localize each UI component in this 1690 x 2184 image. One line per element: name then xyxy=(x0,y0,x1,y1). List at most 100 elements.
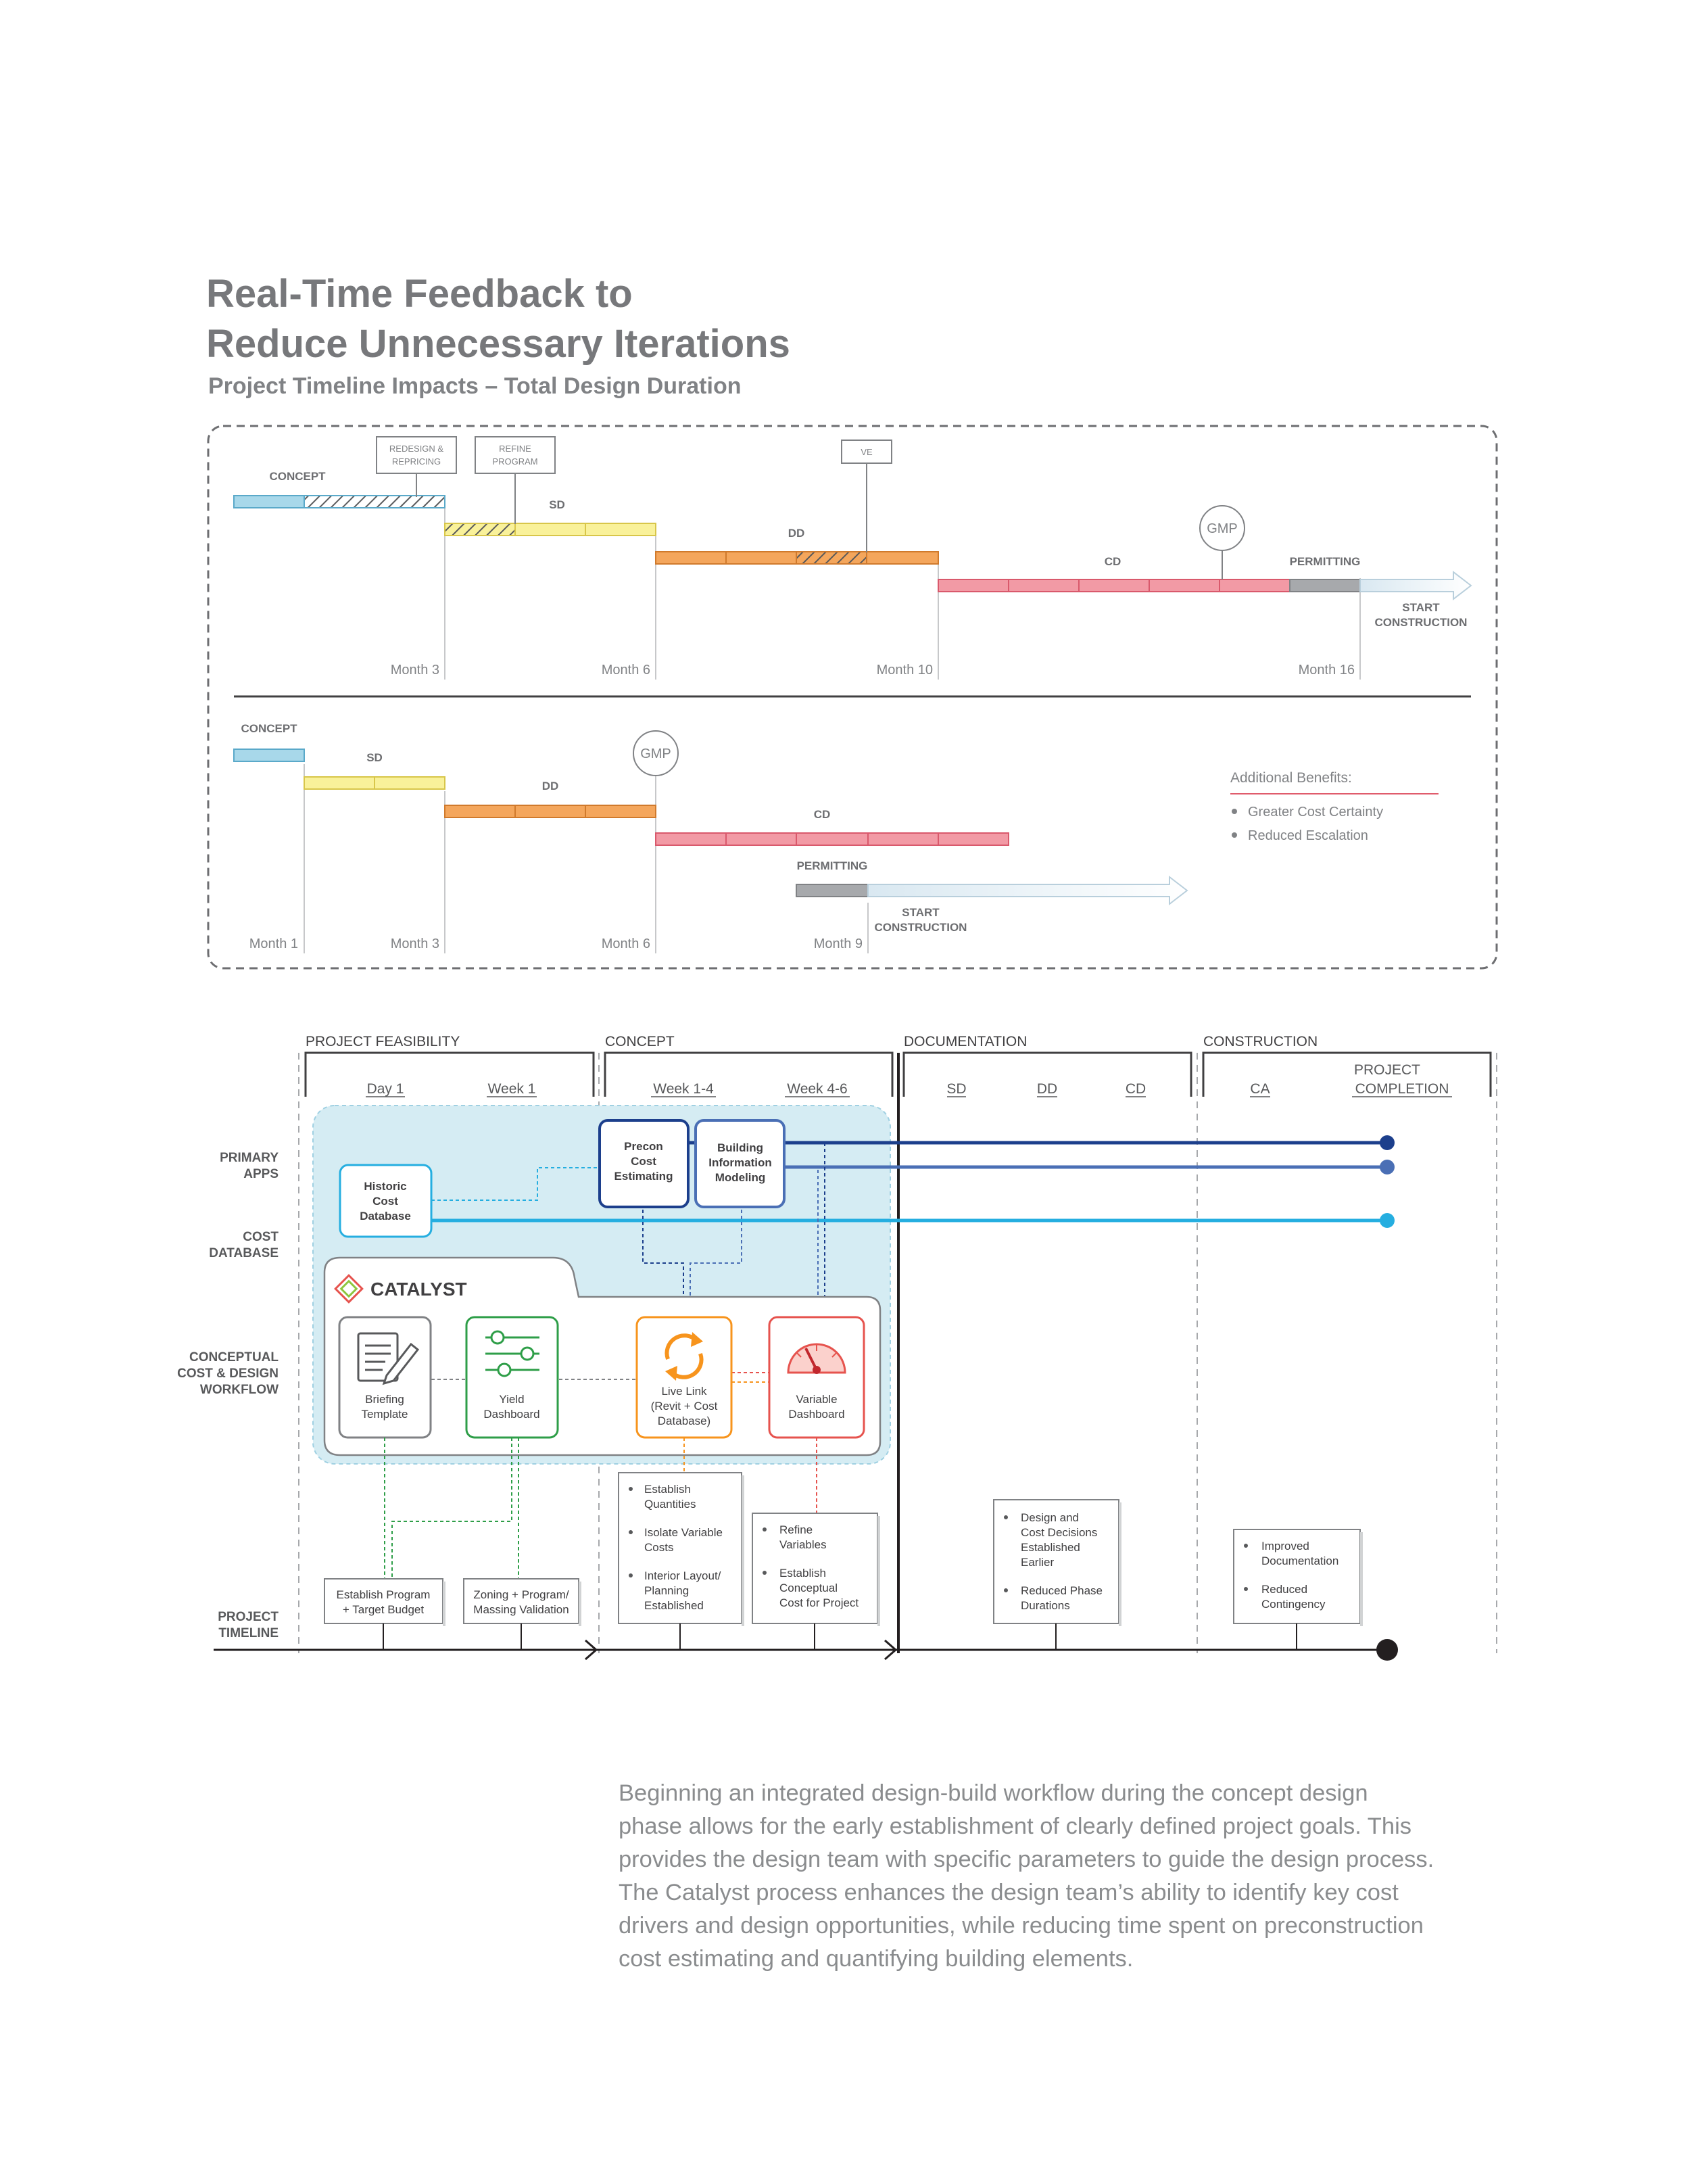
note-text: Established xyxy=(1021,1541,1080,1554)
sliders-icon xyxy=(485,1330,539,1377)
ve-callout xyxy=(841,440,892,464)
row-label-cost-database: COST xyxy=(243,1230,279,1244)
period-dd: DD xyxy=(1037,1081,1057,1097)
period-week4-6: Week 4-6 xyxy=(787,1081,848,1097)
top-month-label: Month 6 xyxy=(602,663,650,678)
note-text: Establish Program xyxy=(337,1588,431,1601)
note-text: Cost for Project xyxy=(779,1596,859,1609)
note-text: Planning xyxy=(644,1584,689,1597)
top-start-label-1: START xyxy=(1402,601,1440,614)
top-sd-bar-2 xyxy=(585,523,656,536)
bottom-start-label-2: CONSTRUCTION xyxy=(875,921,967,934)
top-start-label-2: CONSTRUCTION xyxy=(1375,616,1468,629)
title-line-2: Reduce Unnecessary Iterations xyxy=(206,322,790,366)
bottom-start-label-1: START xyxy=(902,906,940,919)
bottom-sd-bar-1 xyxy=(304,776,375,790)
timeline-comparison-frame xyxy=(207,425,1498,970)
refine-callout-line1: REFINE xyxy=(499,444,531,454)
row-label-conceptual: COST & DESIGN xyxy=(177,1367,279,1381)
precon-app-label: Estimating xyxy=(614,1170,673,1183)
paragraph-line: The Catalyst process enhances the design… xyxy=(619,1880,1399,1905)
paragraph-line: phase allows for the early establishment… xyxy=(619,1813,1411,1839)
top-permitting-label: PERMITTING xyxy=(1290,555,1361,568)
bim-app-label: Modeling xyxy=(715,1171,766,1184)
live-link-label: (Revit + Cost xyxy=(651,1400,718,1413)
stage-construction: CONSTRUCTION xyxy=(1203,1034,1318,1049)
top-sd-bar-1 xyxy=(514,523,586,536)
ve-callout-label: VE xyxy=(861,447,873,457)
benefit-item: Greater Cost Certainty xyxy=(1248,805,1383,820)
variable-label: Dashboard xyxy=(788,1408,844,1421)
period-week1: Week 1 xyxy=(488,1081,536,1097)
period-completion-2: COMPLETION xyxy=(1355,1081,1449,1097)
top-gmp-label: GMP xyxy=(1207,521,1238,536)
refine-program-callout xyxy=(475,436,556,474)
bottom-dd-label: DD xyxy=(542,780,559,792)
top-dd-bar-2 xyxy=(725,551,797,565)
bottom-dd-bar-2 xyxy=(514,805,586,818)
catalyst-logo-icon xyxy=(334,1274,364,1304)
cost-database-line-endpoint xyxy=(1380,1213,1395,1228)
top-dd-bar-1 xyxy=(655,551,727,565)
top-dd-label: DD xyxy=(788,527,805,540)
note-text: Establish xyxy=(644,1483,691,1496)
period-week1-4: Week 1-4 xyxy=(653,1081,714,1097)
variable-label: Variable xyxy=(796,1393,837,1406)
top-concept-label: CONCEPT xyxy=(269,470,326,483)
note-zoning xyxy=(463,1578,579,1624)
note-text: Isolate Variable xyxy=(644,1526,723,1539)
catalyst-wordmark: CATALYST xyxy=(370,1279,467,1300)
note-text: Design and xyxy=(1021,1511,1079,1524)
title-line-1: Real-Time Feedback to xyxy=(206,272,633,316)
row-label-primary-apps: PRIMARY xyxy=(220,1151,279,1165)
top-cd-label: CD xyxy=(1105,555,1121,568)
bim-line-endpoint xyxy=(1380,1160,1395,1174)
briefing-label: Briefing xyxy=(365,1393,404,1406)
note-concept-week4-6 xyxy=(752,1513,878,1624)
top-month-label: Month 16 xyxy=(1299,663,1355,678)
bottom-permitting-bar xyxy=(796,884,869,897)
page-subtitle: Project Timeline Impacts – Total Design … xyxy=(208,373,742,399)
note-text: Establish xyxy=(779,1567,826,1580)
period-ca: CA xyxy=(1250,1081,1270,1097)
top-permitting-bar xyxy=(1289,579,1361,592)
briefing-document-icon xyxy=(357,1332,420,1385)
benefit-item: Reduced Escalation xyxy=(1248,828,1368,843)
top-concept-redesign-bar xyxy=(304,495,445,508)
note-text: Refine xyxy=(779,1523,813,1536)
sync-icon xyxy=(665,1333,704,1379)
note-text: Zoning + Program/ xyxy=(473,1588,569,1601)
gauge-icon xyxy=(787,1343,846,1374)
top-month-label: Month 3 xyxy=(391,663,439,678)
note-text: Earlier xyxy=(1021,1556,1054,1569)
bottom-gmp-marker xyxy=(633,730,679,776)
note-text: Documentation xyxy=(1261,1554,1338,1567)
row-label-conceptual: CONCEPTUAL xyxy=(189,1350,279,1364)
note-text: Quantities xyxy=(644,1498,696,1511)
note-text: Cost Decisions xyxy=(1021,1526,1097,1539)
note-text: Improved xyxy=(1261,1540,1309,1552)
top-start-construction-arrow xyxy=(1359,570,1472,601)
bottom-cd-bars xyxy=(655,832,1009,846)
top-sd-rework-bar xyxy=(444,523,516,536)
precon-app-label: Precon xyxy=(624,1140,663,1153)
paragraph-line: provides the design team with specific p… xyxy=(619,1847,1434,1872)
redesign-callout xyxy=(376,436,457,474)
paragraph-line: cost estimating and quantifying building… xyxy=(619,1946,1134,1972)
note-text: Interior Layout/ xyxy=(644,1569,721,1582)
bottom-sd-label: SD xyxy=(366,751,383,764)
note-text: Established xyxy=(644,1599,704,1612)
top-dd-bar-3 xyxy=(866,551,939,565)
yield-label: Dashboard xyxy=(483,1408,539,1421)
project-completion-marker xyxy=(1376,1639,1398,1661)
paragraph-line: Beginning an integrated design-build wor… xyxy=(619,1780,1368,1806)
top-concept-bar xyxy=(233,495,305,508)
top-dd-ve-bar xyxy=(796,551,867,565)
period-sd: SD xyxy=(946,1081,966,1097)
period-completion-1: PROJECT xyxy=(1354,1062,1420,1078)
row-label-primary-apps: APPS xyxy=(243,1167,279,1181)
catalyst-container xyxy=(323,1256,882,1456)
bottom-month-label: Month 3 xyxy=(391,936,439,951)
briefing-label: Template xyxy=(362,1408,408,1421)
bim-app-label: Information xyxy=(708,1156,772,1169)
